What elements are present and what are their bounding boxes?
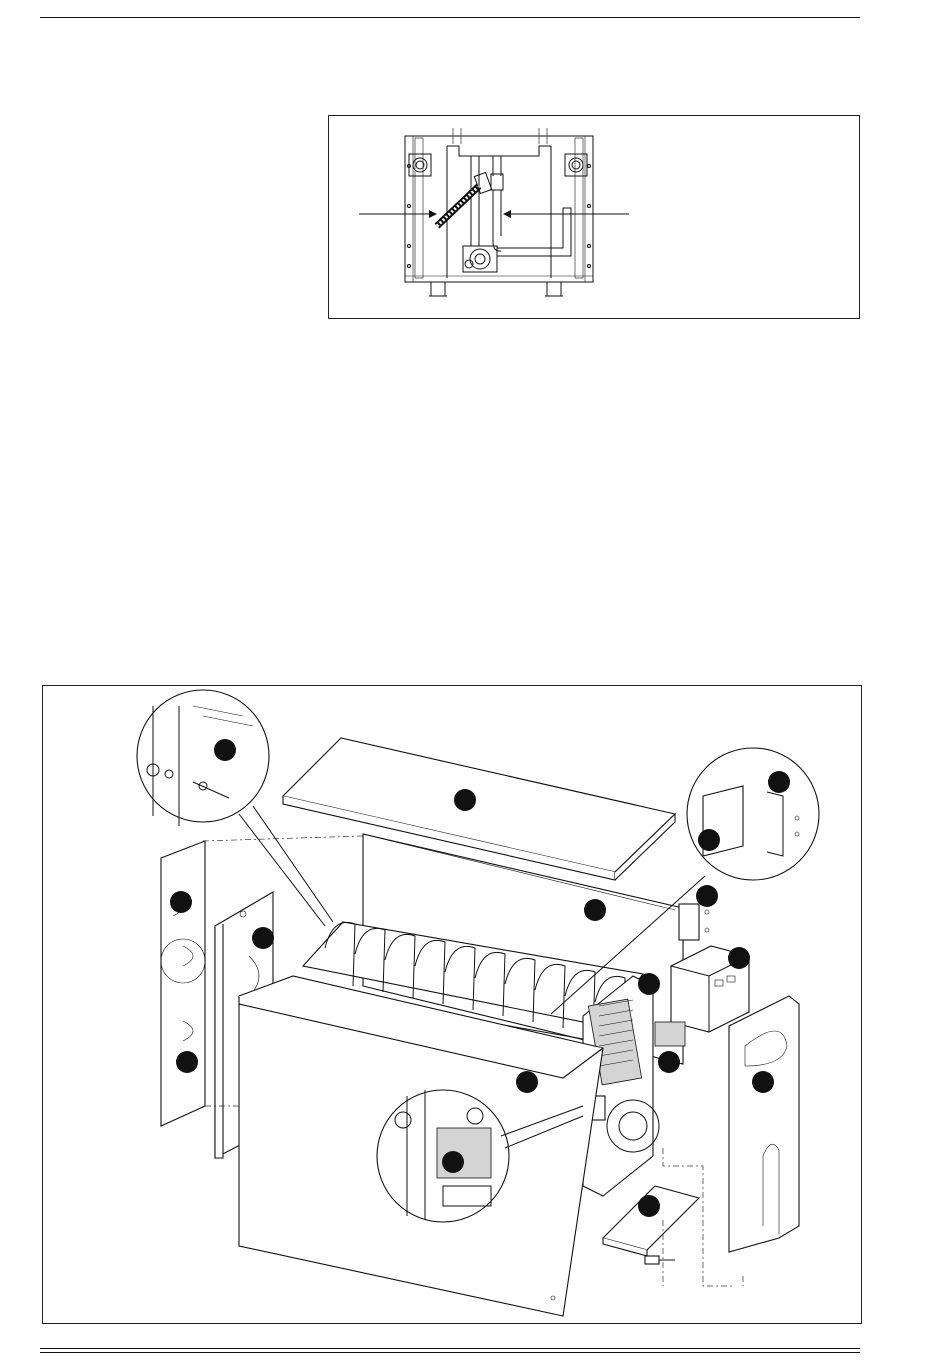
rear-connections-figure <box>328 115 860 319</box>
exploded-view-drawing <box>43 686 861 1323</box>
flow-return-flanges <box>409 154 587 176</box>
callout-12 <box>516 1071 538 1093</box>
top-cover-panel <box>283 738 675 880</box>
callout-1 <box>214 739 236 761</box>
exploded-view-figure <box>42 685 862 1324</box>
callout-9 <box>728 947 750 969</box>
callout-10 <box>638 973 660 995</box>
footer-rule <box>40 1348 860 1349</box>
header-rule <box>40 17 860 18</box>
screw-icon <box>645 1256 675 1264</box>
arrow-right-icon <box>359 210 437 218</box>
callout-5 <box>170 891 192 913</box>
right-side-panel <box>729 996 799 1252</box>
callout-16 <box>638 1195 660 1217</box>
callout-11 <box>176 1051 198 1073</box>
callout-4 <box>698 829 720 851</box>
callout-7 <box>584 899 606 921</box>
arrow-left-icon <box>503 210 629 218</box>
bracket-icon <box>679 904 709 940</box>
callout-15 <box>442 1151 464 1173</box>
left-outer-panel <box>161 841 205 1126</box>
vertical-pipes <box>471 156 503 251</box>
callout-8 <box>696 885 718 907</box>
callout-3 <box>768 771 790 793</box>
flexible-hose-icon <box>437 172 492 226</box>
callout-14 <box>752 1071 774 1093</box>
footer-rule-thin <box>40 1352 860 1353</box>
rear-connections-drawing <box>329 116 859 318</box>
boiler-feet <box>429 282 563 296</box>
callout-2 <box>454 789 476 811</box>
callout-6 <box>252 927 274 949</box>
callout-13 <box>658 1051 680 1073</box>
